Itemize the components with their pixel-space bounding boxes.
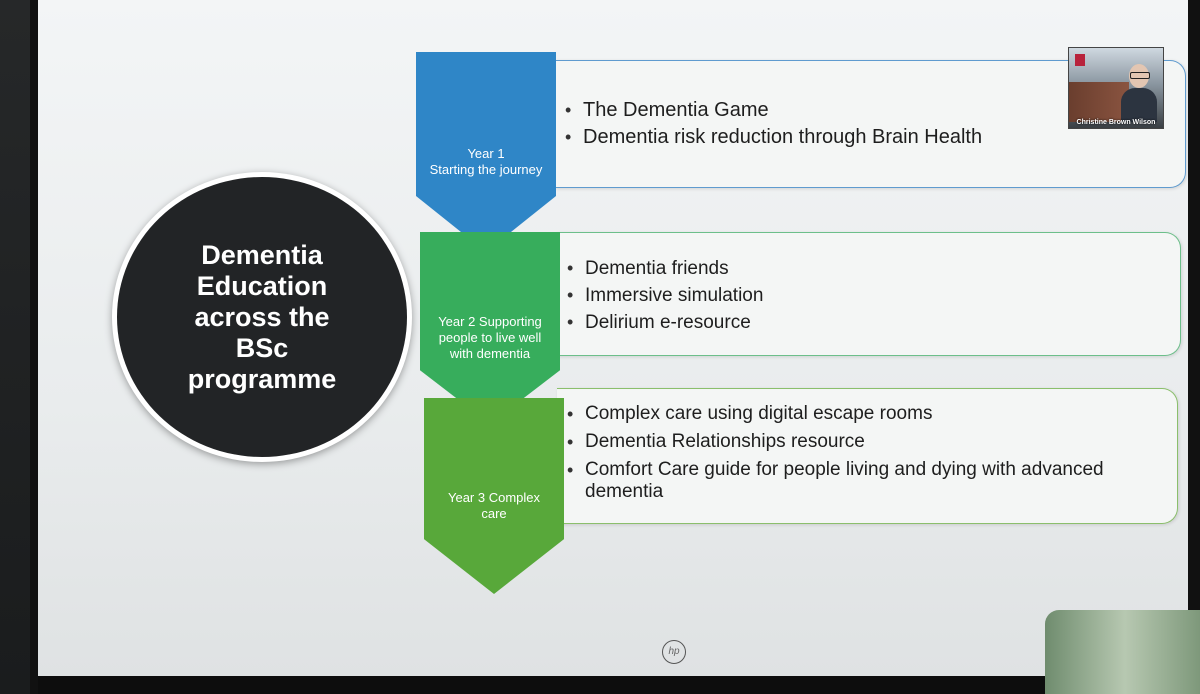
building-background bbox=[1069, 82, 1129, 122]
bullet-icon: • bbox=[567, 404, 574, 424]
title-circle: Dementia Education across the BSc progra… bbox=[112, 172, 412, 462]
year-3-chevron: Year 3 Complex care bbox=[424, 398, 564, 594]
bullet-icon: • bbox=[567, 432, 574, 452]
glasses-icon bbox=[1130, 72, 1150, 79]
list-item: •Comfort Care guide for people living an… bbox=[567, 459, 1104, 502]
year-1-chevron: Year 1 Starting the journey bbox=[416, 52, 556, 252]
year-2-chevron: Year 2 Supporting people to live well wi… bbox=[420, 232, 560, 424]
bullet-icon: • bbox=[565, 100, 572, 120]
year-3-label: Year 3 Complex care bbox=[447, 490, 540, 521]
participant-video-thumbnail[interactable]: Christine Brown Wilson bbox=[1068, 47, 1164, 129]
participant-avatar bbox=[1121, 64, 1157, 122]
list-item: •Dementia Relationships resource bbox=[567, 431, 865, 452]
year-3-content-box: •Complex care using digital escape rooms… bbox=[557, 388, 1178, 524]
presentation-slide: Dementia Education across the BSc progra… bbox=[38, 0, 1188, 676]
bullet-icon: • bbox=[567, 312, 574, 332]
participant-name: Christine Brown Wilson bbox=[1076, 119, 1156, 126]
year-2-label: Year 2 Supporting people to live well wi… bbox=[438, 314, 542, 361]
bullet-icon: • bbox=[567, 460, 574, 480]
title-circle-inner: Dementia Education across the BSc progra… bbox=[117, 177, 407, 457]
list-item: •Dementia risk reduction through Brain H… bbox=[565, 124, 1165, 151]
list-item: •Immersive simulation bbox=[567, 282, 1160, 309]
list-item: •The Dementia Game bbox=[565, 97, 1165, 124]
university-logo-icon bbox=[1075, 54, 1085, 66]
year-2-content-box: •Dementia friends •Immersive simulation … bbox=[557, 232, 1181, 356]
bottle-background-object bbox=[1045, 610, 1200, 694]
hp-logo-icon: hp bbox=[662, 640, 686, 664]
list-item: •Delirium e-resource bbox=[567, 309, 1160, 336]
monitor-bezel bbox=[38, 676, 1188, 694]
bullet-icon: • bbox=[567, 285, 574, 305]
list-item: •Dementia friends bbox=[567, 255, 1160, 282]
year-2-list: •Dementia friends •Immersive simulation … bbox=[567, 255, 1160, 336]
bullet-icon: • bbox=[567, 258, 574, 278]
slide-title: Dementia Education across the BSc progra… bbox=[187, 239, 337, 394]
bullet-icon: • bbox=[565, 127, 572, 147]
list-item: •Complex care using digital escape rooms bbox=[567, 403, 933, 424]
year-1-label: Year 1 Starting the journey bbox=[429, 146, 543, 177]
year-1-list: •The Dementia Game •Dementia risk reduct… bbox=[565, 97, 1165, 151]
year-3-list: •Complex care using digital escape rooms… bbox=[567, 403, 1157, 509]
